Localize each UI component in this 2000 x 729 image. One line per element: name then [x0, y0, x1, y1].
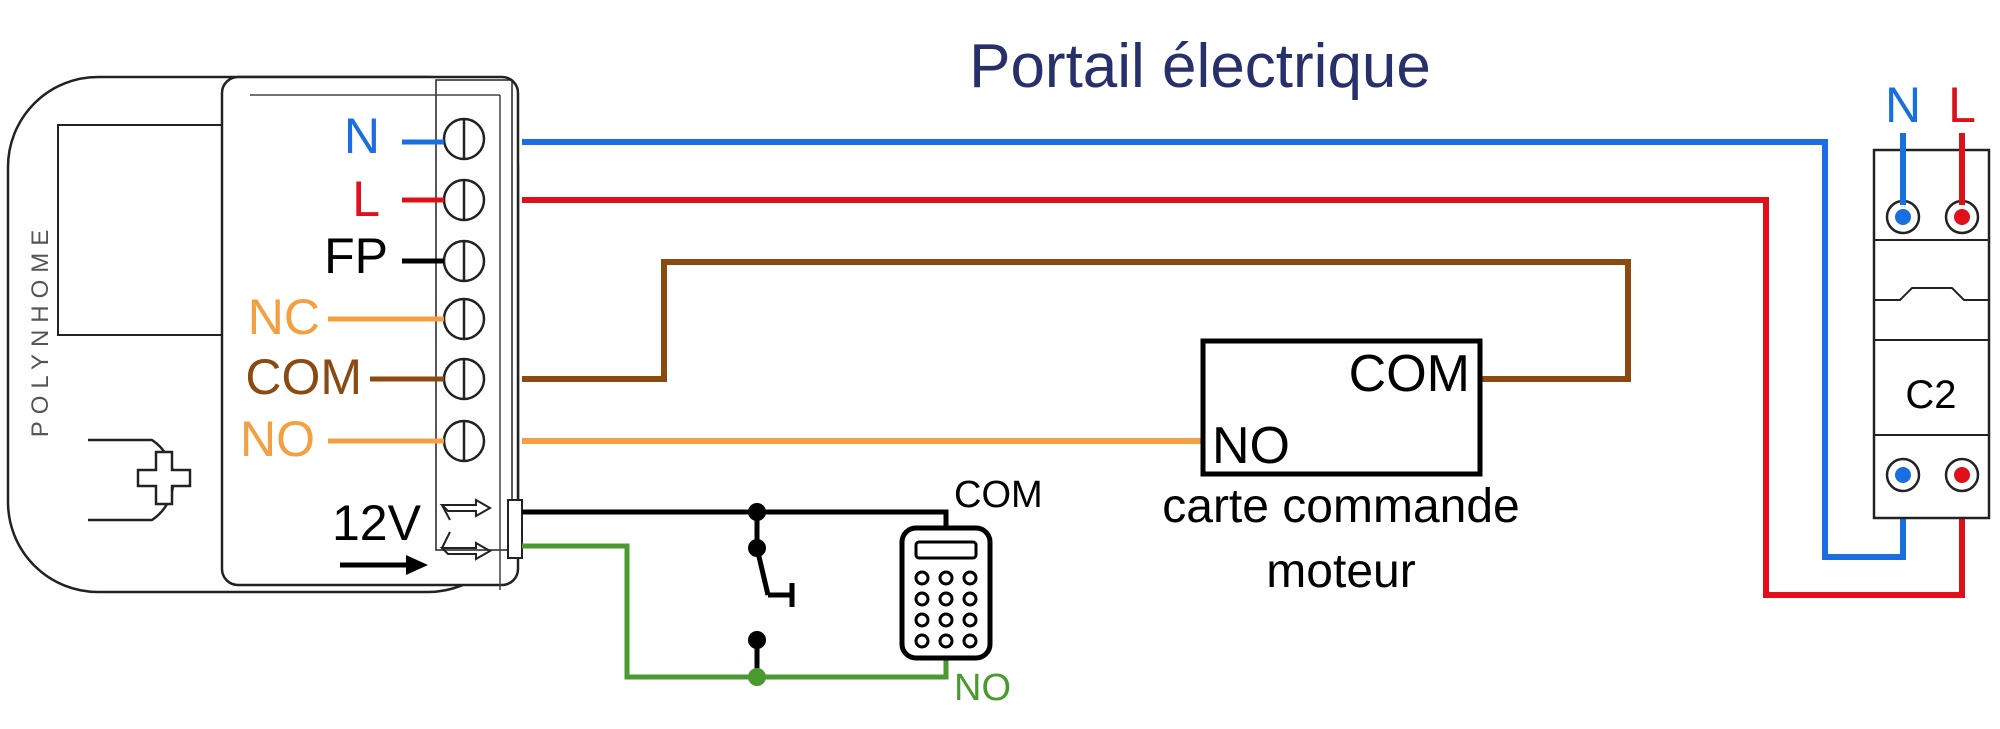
motor-caption-line2: moteur [1266, 545, 1415, 598]
circuit-breaker [1872, 148, 1991, 520]
arrow-right-icon [340, 555, 428, 575]
motor-no-label: NO [1212, 417, 1290, 475]
breaker-l-label: L [1948, 77, 1976, 133]
motor-com-label: COM [1349, 345, 1470, 403]
terminal-label-nc: NC [248, 289, 320, 345]
wire-com [522, 259, 1631, 382]
screw-terminal-com [442, 357, 486, 401]
keypad [899, 525, 993, 661]
breaker-terminal-top-n [1885, 199, 1921, 235]
screw-terminal-l [442, 178, 486, 222]
input-voltage-label: 12V [332, 495, 422, 551]
terminal-strip [435, 79, 513, 551]
screw-terminal-nc [442, 297, 486, 341]
wire-signal [522, 509, 949, 528]
motor-caption-line1: carte commande [1162, 480, 1520, 533]
terminal-label-com: COM [245, 349, 362, 405]
breaker-n-label: N [1885, 77, 1921, 133]
wire-input [522, 543, 949, 680]
polynhome-module: POLYNHOME [6, 75, 523, 594]
screw-terminal-fp [442, 239, 486, 283]
brand-label: POLYNHOME [27, 223, 54, 438]
plus-icon [136, 450, 192, 506]
module-window [57, 124, 224, 336]
push-button-switch [748, 503, 795, 686]
keypad-no-label: NO [954, 667, 1011, 709]
breaker-rating-label: C2 [1905, 373, 1956, 417]
keypad-keys [914, 570, 978, 649]
input-connector [507, 499, 523, 559]
breaker-terminal-bottom-l [1944, 457, 1980, 493]
connector-arrows-icon [439, 498, 493, 561]
terminal-label-no: NO [240, 411, 315, 467]
diagram-title: Portail électrique [969, 32, 1431, 101]
screw-terminal-no [442, 419, 486, 463]
motor-board [1200, 338, 1483, 477]
wire-neutral [522, 139, 1906, 560]
screw-terminal-n [442, 117, 486, 161]
keypad-display [914, 540, 978, 560]
breaker-terminal-bottom-n [1885, 457, 1921, 493]
breaker-terminal-top-l [1944, 199, 1980, 235]
terminal-label-n: N [344, 108, 380, 164]
keypad-com-label: COM [954, 474, 1043, 516]
wire-live [522, 197, 1965, 598]
terminal-label-l: L [352, 171, 380, 227]
terminal-label-fp: FP [324, 228, 388, 284]
